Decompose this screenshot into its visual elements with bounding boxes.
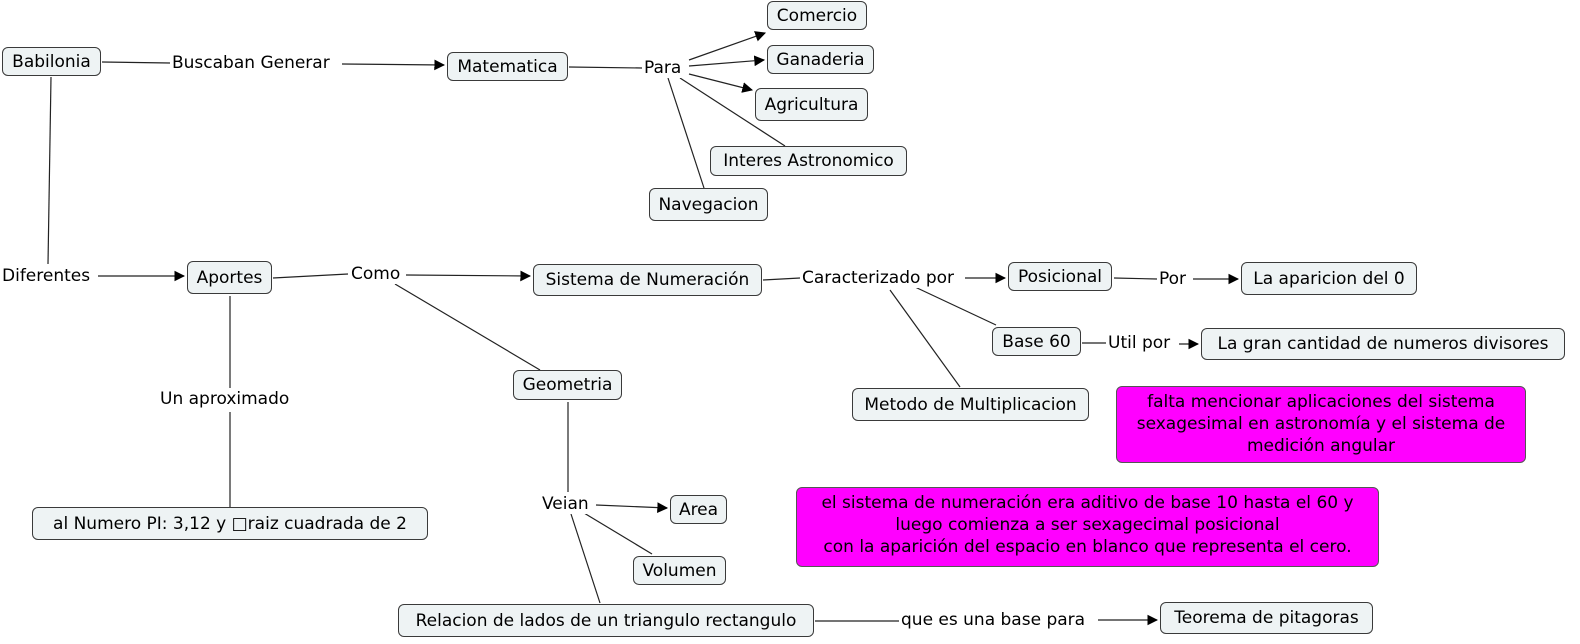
node-matematica[interactable]: Matematica [447, 52, 568, 81]
phrase-veian: Veian [542, 494, 589, 514]
link-caracterizado-base60 [914, 286, 997, 326]
node-base-60[interactable]: Base 60 [992, 327, 1081, 356]
link-para-navegacion [667, 77, 705, 189]
link-veian-volumen [583, 512, 653, 555]
phrase-buscaban-generar: Buscaban Generar [172, 53, 330, 73]
note-numeracion[interactable]: el sistema de numeración era aditivo de … [796, 487, 1379, 567]
link-para-agricultura [688, 73, 754, 93]
link-sistema-caracterizado [762, 277, 801, 281]
phrase-como: Como [351, 264, 401, 284]
node-sistema-numeracion[interactable]: Sistema de Numeración [533, 264, 762, 296]
node-metodo-multiplicacion[interactable]: Metodo de Multiplicacion [852, 388, 1089, 421]
node-agricultura[interactable]: Agricultura [755, 88, 868, 121]
node-posicional[interactable]: Posicional [1008, 262, 1112, 291]
phrase-para: Para [644, 58, 682, 78]
link-aportes-como [272, 273, 349, 279]
node-teorema-pitagoras[interactable]: Teorema de pitagoras [1160, 602, 1373, 634]
phrase-diferentes: Diferentes [2, 266, 91, 286]
phrase-que-es-base: que es una base para [901, 610, 1086, 630]
link-como-sistema [405, 270, 532, 282]
node-area[interactable]: Area [670, 495, 727, 524]
node-navegacion[interactable]: Navegacion [649, 188, 768, 221]
link-buscaban-matematica [341, 59, 446, 71]
node-comercio[interactable]: Comercio [767, 1, 867, 30]
link-babilonia-diferentes [47, 76, 52, 265]
link-babilonia-buscaban [101, 61, 171, 64]
node-numeros-divisores[interactable]: La gran cantidad de numeros divisores [1201, 328, 1565, 360]
node-ganaderia[interactable]: Ganaderia [767, 45, 874, 74]
link-para-ganaderia [688, 55, 766, 67]
note-sexagesimal[interactable]: falta mencionar aplicaciones del sistema… [1116, 386, 1526, 463]
node-aparicion-cero[interactable]: La aparicion del 0 [1241, 262, 1417, 295]
link-veian-area [595, 502, 669, 513]
link-caracterizado-metodo [889, 289, 961, 388]
phrase-util-por: Util por [1108, 333, 1171, 353]
node-interes-astronomico[interactable]: Interes Astronomico [710, 146, 907, 176]
node-geometria[interactable]: Geometria [513, 370, 622, 400]
node-volumen[interactable]: Volumen [633, 556, 726, 585]
node-numero-pi[interactable]: al Numero PI: 3,12 y □raiz cuadrada de 2 [32, 507, 428, 540]
link-como-geometria [394, 283, 541, 371]
node-babilonia[interactable]: Babilonia [2, 47, 101, 76]
link-para-comercio [688, 31, 767, 61]
phrase-caracterizado-por: Caracterizado por [802, 268, 954, 288]
node-relacion-lados[interactable]: Relacion de lados de un triangulo rectan… [398, 604, 814, 637]
link-para-interes [679, 77, 786, 147]
phrase-por: Por [1159, 269, 1187, 289]
phrase-un-aproximado: Un aproximado [160, 389, 290, 409]
node-aportes[interactable]: Aportes [187, 261, 272, 294]
link-veian-relacion [570, 513, 601, 604]
link-posicional-por [1113, 277, 1158, 280]
link-matematica-para [568, 66, 643, 69]
